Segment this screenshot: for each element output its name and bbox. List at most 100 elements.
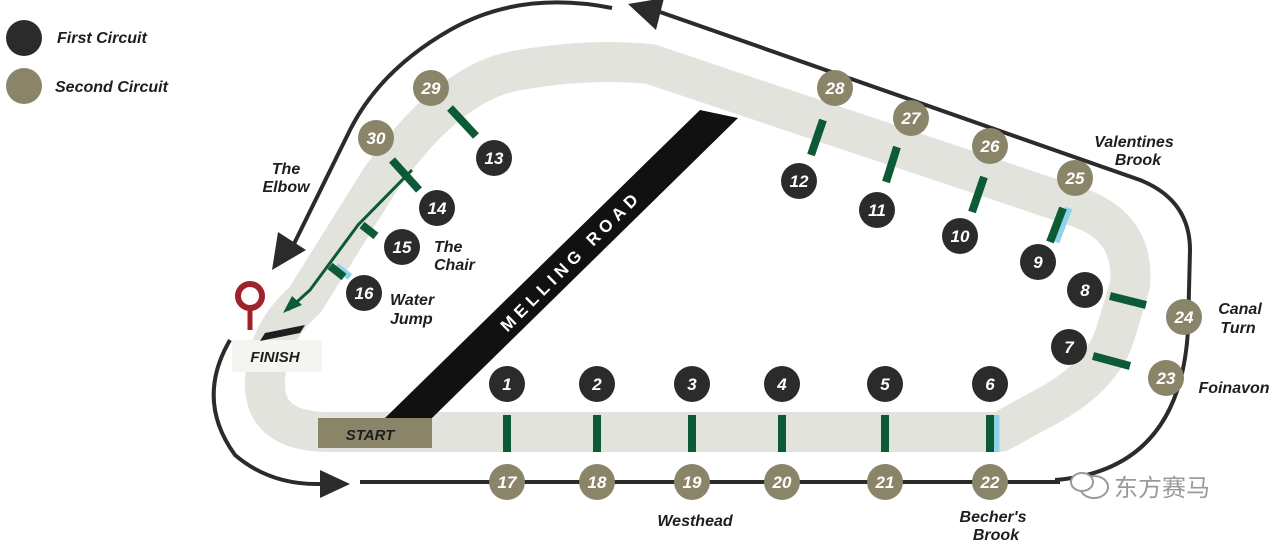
first-circuit-marker-number-16: 16 — [355, 284, 374, 303]
bechers-label-line2: Brook — [973, 527, 1020, 544]
first-circuit-marker-circle-12 — [781, 163, 817, 199]
track — [245, 42, 1151, 452]
second-circuit-marker-number-26: 26 — [980, 137, 1000, 156]
fence-bar-16 — [327, 262, 347, 281]
first-circuit-marker-15: 15 — [384, 229, 420, 265]
second-circuit-marker-29: 29 — [413, 70, 449, 106]
second-circuit-marker-27: 27 — [893, 100, 929, 136]
finish-line — [260, 325, 305, 341]
fence-bar-9 — [1046, 206, 1067, 244]
second-circuit-marker-circle-30 — [358, 120, 394, 156]
second-circuit-marker-19: 19 — [674, 464, 710, 500]
canal-turn-label-line1: Canal — [1218, 301, 1262, 318]
second-circuit-marker-number-28: 28 — [825, 79, 845, 98]
second-circuit-marker-28: 28 — [817, 70, 853, 106]
first-circuit-marker-3: 3 — [674, 366, 710, 402]
fence-bar-8 — [1109, 292, 1147, 309]
first-circuit-marker-number-7: 7 — [1064, 338, 1075, 357]
bechers-label-line1: Becher's — [960, 509, 1027, 526]
finish-label: FINISH — [250, 349, 300, 366]
first-circuit-marker-number-1: 1 — [502, 375, 511, 394]
second-circuit-marker-circle-22 — [972, 464, 1008, 500]
first-circuit-marker-number-12: 12 — [790, 172, 809, 191]
first-circuit-marker-2: 2 — [579, 366, 615, 402]
chat-bubble-back-icon — [1070, 472, 1094, 492]
melling-road-label: MELLING ROAD — [497, 187, 646, 336]
foinavon-label: Foinavon — [1198, 380, 1269, 397]
first-circuit-marker-number-15: 15 — [393, 238, 412, 257]
first-circuit-marker-number-5: 5 — [880, 375, 890, 394]
second-circuit-marker-circle-29 — [413, 70, 449, 106]
second-circuit-marker-circle-27 — [893, 100, 929, 136]
first-circuit-marker-circle-9 — [1020, 244, 1056, 280]
elbow-label-line1: The — [272, 161, 301, 178]
fence-bar-11 — [882, 145, 901, 184]
second-circuit-marker-number-18: 18 — [588, 473, 607, 492]
first-circuit-marker-8: 8 — [1067, 272, 1103, 308]
direction-line-elbow — [288, 0, 613, 253]
second-circuit-marker-circle-23 — [1148, 360, 1184, 396]
first-circuit-marker-circle-11 — [859, 192, 895, 228]
first-circuit-marker-5: 5 — [867, 366, 903, 402]
first-circuit-marker-circle-7 — [1051, 329, 1087, 365]
landmark-labels: The Elbow The Chair Water Jump Valentine… — [262, 134, 1269, 544]
second-circuit-marker-20: 20 — [764, 464, 800, 500]
second-circuit-marker-number-27: 27 — [901, 109, 922, 128]
fence-bar-10 — [968, 175, 988, 214]
second-circuit-marker-26: 26 — [972, 128, 1008, 164]
first-circuit-marker-13: 13 — [476, 140, 512, 176]
first-circuit-marker-6: 6 — [972, 366, 1008, 402]
second-circuit-marker-circle-20 — [764, 464, 800, 500]
first-circuit-marker-number-11: 11 — [868, 201, 886, 220]
westhead-label: Westhead — [657, 513, 734, 530]
first-circuit-marker-7: 7 — [1051, 329, 1087, 365]
first-circuit-marker-number-8: 8 — [1080, 281, 1090, 300]
chair-label-line2: Chair — [434, 257, 476, 274]
first-circuit-marker-number-14: 14 — [428, 199, 447, 218]
second-circuit-marker-number-20: 20 — [772, 473, 792, 492]
second-circuit-marker-18: 18 — [579, 464, 615, 500]
elbow-label-line2: Elbow — [262, 179, 311, 196]
first-circuit-marker-12: 12 — [781, 163, 817, 199]
chair-label-line1: The — [434, 239, 463, 256]
second-circuit-marker-30: 30 — [358, 120, 394, 156]
fence-bar-13 — [447, 105, 479, 139]
direction-line-top — [659, 10, 1193, 482]
second-circuit-marker-number-24: 24 — [1174, 308, 1194, 327]
first-circuit-marker-circle-16 — [346, 275, 382, 311]
second-circuit-marker-circle-21 — [867, 464, 903, 500]
second-circuit-marker-number-23: 23 — [1156, 369, 1176, 388]
first-circuit-marker-11: 11 — [859, 192, 895, 228]
run-in-arrowhead — [283, 296, 302, 313]
melling-road — [385, 110, 738, 418]
valentines-label-line1: Valentines — [1094, 134, 1174, 151]
water-ditch-9 — [1052, 206, 1073, 244]
first-circuit-marker-number-13: 13 — [485, 149, 504, 168]
water-jump-label-line2: Jump — [390, 311, 433, 328]
second-circuit-marker-circle-17 — [489, 464, 525, 500]
first-circuit-marker-circle-1 — [489, 366, 525, 402]
second-circuit-marker-number-25: 25 — [1065, 169, 1085, 188]
second-circuit-marker-number-19: 19 — [683, 473, 702, 492]
legend: First Circuit Second Circuit — [6, 20, 169, 104]
second-circuit-marker-circle-19 — [674, 464, 710, 500]
finish-post-icon — [235, 281, 265, 311]
second-circuit-marker-circle-25 — [1057, 160, 1093, 196]
valentines-label-line2: Brook — [1115, 152, 1162, 169]
start-label: START — [346, 427, 396, 444]
first-circuit-marker-circle-6 — [972, 366, 1008, 402]
canal-turn-label-line2: Turn — [1220, 320, 1255, 337]
second-circuit-marker-24: 24 — [1166, 299, 1202, 335]
second-circuit-marker-number-22: 22 — [980, 473, 1000, 492]
first-circuit-marker-circle-4 — [764, 366, 800, 402]
first-circuit-marker-9: 9 — [1020, 244, 1056, 280]
second-circuit-marker-circle-18 — [579, 464, 615, 500]
finish-box — [232, 340, 322, 372]
first-circuit-marker-number-6: 6 — [985, 375, 995, 394]
legend-first-swatch — [6, 20, 42, 56]
first-circuit-marker-number-9: 9 — [1033, 253, 1043, 272]
second-circuit-marker-23: 23 — [1148, 360, 1184, 396]
fence-bar-12 — [807, 118, 827, 157]
first-circuit-marker-number-3: 3 — [687, 375, 697, 394]
